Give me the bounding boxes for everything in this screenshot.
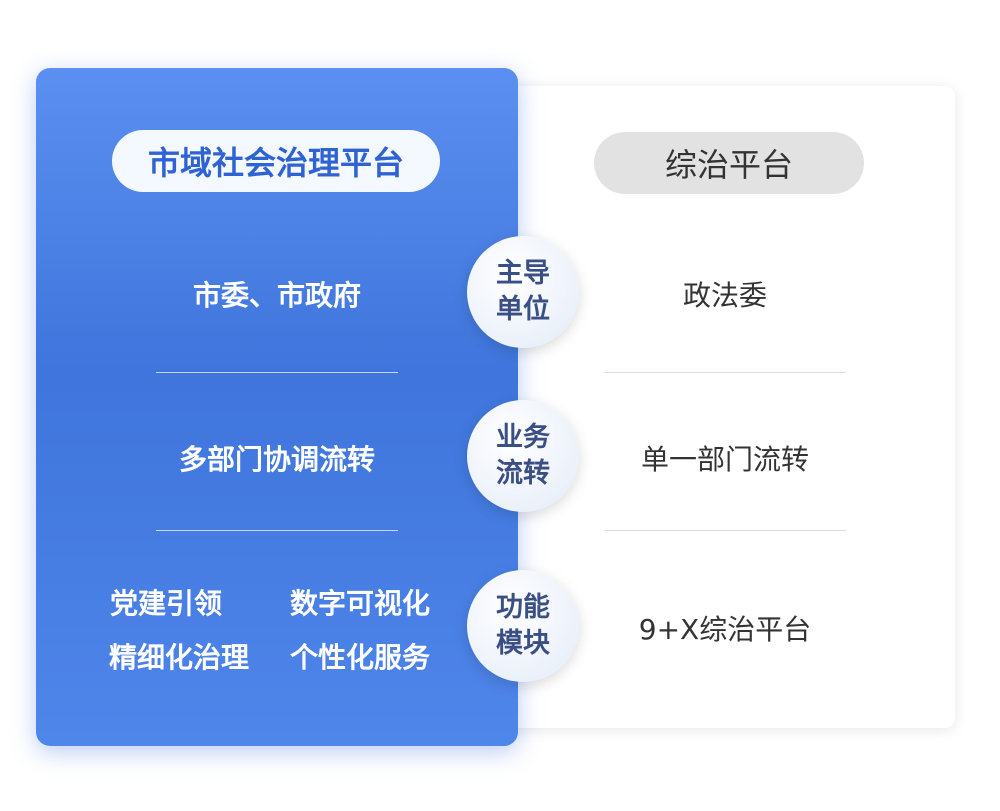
left-module-3: 精细化治理 [108,641,249,674]
left-module-1: 党建引领 [109,587,222,620]
right-flow: 单一部门流转 [640,443,809,476]
left-flow: 多部门协调流转 [178,443,375,476]
right-lead-unit: 政法委 [682,279,767,312]
label-lead-unit: 主导单位 [467,236,579,348]
left-lead-unit: 市委、市政府 [192,279,361,312]
left-title: 市域社会治理平台 [112,130,440,192]
divider [156,530,398,531]
divider [604,530,846,531]
right-title: 综治平台 [594,132,864,194]
divider [156,372,398,373]
left-module-2: 数字可视化 [289,587,430,620]
left-module-4: 个性化服务 [289,641,430,674]
label-function-modules: 功能模块 [467,570,579,682]
label-business-flow: 业务流转 [467,400,579,512]
divider [604,372,846,373]
right-modules: 9+X综治平台 [638,613,812,646]
